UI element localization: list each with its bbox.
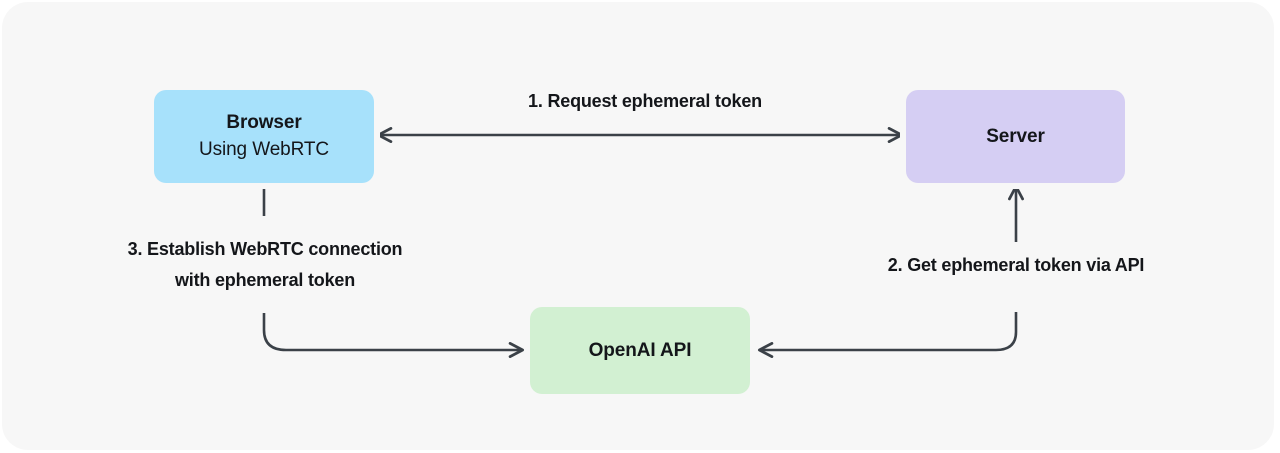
edge-1-label: 1. Request ephemeral token bbox=[528, 91, 762, 111]
node-openai-title: OpenAI API bbox=[588, 339, 692, 361]
node-server-title: Server bbox=[986, 125, 1045, 147]
edge-2-label: 2. Get ephemeral token via API bbox=[887, 255, 1145, 275]
node-browser[interactable]: Browser Using WebRTC bbox=[154, 90, 374, 183]
edge-3-label: 3. Establish WebRTC connection with ephe… bbox=[127, 239, 403, 290]
node-browser-subtitle: Using WebRTC bbox=[198, 138, 330, 160]
node-server[interactable]: Server bbox=[906, 90, 1125, 183]
edge-2-arrow bbox=[757, 184, 1024, 358]
node-openai[interactable]: OpenAI API bbox=[530, 307, 750, 394]
edge-3-arrow bbox=[262, 186, 525, 358]
node-browser-title: Browser bbox=[226, 111, 302, 133]
